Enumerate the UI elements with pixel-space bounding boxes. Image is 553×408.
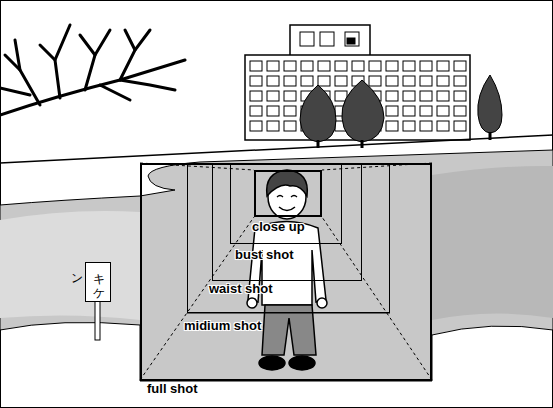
window [403,121,415,131]
window [335,76,347,86]
window [386,106,398,116]
shot-frame: midium shotwaist shotbust shotclose up [187,163,390,313]
shot-frame: close up [254,170,322,217]
window [250,121,262,131]
window [454,91,466,101]
window [301,76,313,86]
shot-label: bust shot [235,248,294,262]
warning-sign: キケン [85,262,111,302]
window [454,106,466,116]
window [369,61,381,71]
window [250,106,262,116]
window [352,61,364,71]
window [437,91,449,101]
window [386,121,398,131]
window [318,76,330,86]
window [420,106,432,116]
window [284,91,296,101]
window [403,91,415,101]
window [284,76,296,86]
sign-text: キケン [86,265,110,301]
window [250,91,262,101]
window [386,91,398,101]
window [437,61,449,71]
window [386,61,398,71]
window [318,61,330,71]
window [454,61,466,71]
window [437,121,449,131]
window [420,91,432,101]
window [284,61,296,71]
window [335,61,347,71]
window [267,61,279,71]
window [301,61,313,71]
shot-frame: waist shotbust shotclose up [212,163,362,281]
shot-label: close up [252,220,305,234]
shot-label: waist shot [209,282,273,296]
window [284,121,296,131]
window [437,106,449,116]
window [386,76,398,86]
window [403,106,415,116]
window [267,76,279,86]
window [420,61,432,71]
window [267,106,279,116]
window [454,76,466,86]
window [267,91,279,101]
window [250,61,262,71]
window [454,121,466,131]
shot-frame: full shotmidium shotwaist shotbust shotc… [140,163,432,381]
window [420,121,432,131]
window [250,76,262,86]
window [403,61,415,71]
window [437,76,449,86]
shot-label: full shot [147,382,198,396]
window [369,76,381,86]
shot-frame: bust shotclose up [230,163,342,244]
window [284,106,296,116]
shot-label: midium shot [184,319,261,333]
window [267,121,279,131]
window [403,76,415,86]
window [420,76,432,86]
